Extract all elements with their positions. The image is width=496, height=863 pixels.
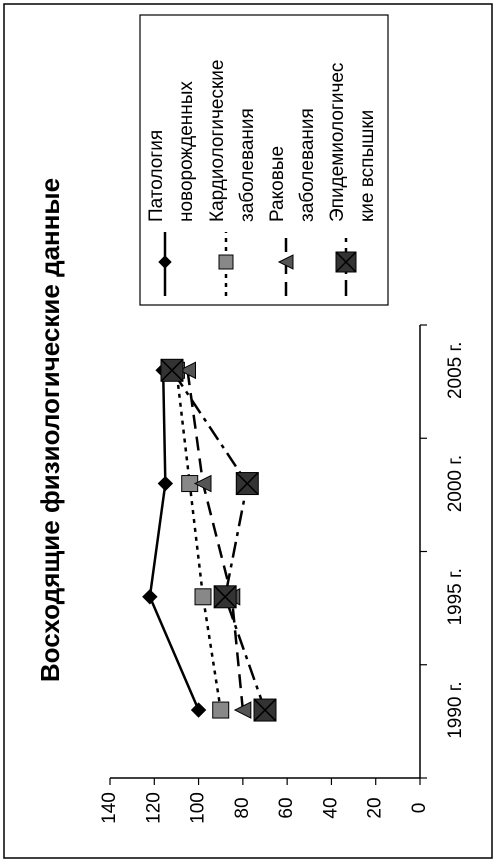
data-point-1-0	[212, 701, 230, 719]
data-point-0-0	[190, 702, 207, 718]
legend-label: кие вспышки	[357, 110, 378, 222]
legend-entry-3: Эпидемиологичес кие вспышки	[327, 63, 378, 296]
legend-label: заболевания	[297, 108, 318, 222]
y-tick-label: 80	[232, 797, 253, 818]
legend-marker	[335, 251, 357, 273]
legend-label: новорожденных	[176, 81, 197, 222]
legend-label: Кардиологические	[207, 60, 228, 222]
data-point-2-3	[178, 361, 196, 380]
y-tick-label: 60	[276, 797, 297, 818]
series-line-1	[175, 370, 222, 711]
chart-border	[3, 3, 493, 859]
legend-marker	[277, 254, 294, 270]
legend-entry-0: Патология новорожденных	[146, 81, 197, 296]
legend: Патология новорожденных Кардиологические за…	[139, 14, 389, 306]
legend-label: Патология	[146, 130, 167, 222]
plot-area: 1990 г. 1995 г. 2000 г. 2005 г. 0 20 40 60 80 100…	[99, 324, 466, 824]
series-line-0	[148, 370, 200, 711]
x-tick-label: 1990 г.	[445, 681, 466, 738]
legend-label: заболевания	[237, 108, 258, 222]
series-line-3	[170, 369, 267, 711]
x-tick-label: 2000 г.	[445, 455, 466, 512]
y-tick-label: 40	[320, 797, 341, 818]
data-point-3-0	[253, 698, 277, 722]
legend-label: Эпидемиологичес	[327, 63, 348, 222]
x-tick-label: 1995 г.	[445, 568, 466, 625]
data-point-2-2	[193, 474, 212, 493]
legend-entry-2: Раковые заболевания	[267, 108, 318, 296]
data-point-0-2	[157, 475, 174, 492]
data-point-3-2	[235, 472, 259, 496]
y-tick-label: 0	[409, 803, 430, 814]
data-point-3-3	[160, 358, 184, 382]
chart-title: Восходящие физиологические данные	[35, 178, 65, 682]
legend-marker	[218, 254, 234, 270]
y-tick-label: 100	[188, 792, 209, 824]
legend-label: Раковые	[267, 146, 288, 222]
legend-marker	[158, 255, 172, 269]
y-tick-label: 120	[143, 792, 164, 824]
x-tick-label: 2005 г.	[445, 342, 466, 399]
data-point-3-1	[213, 585, 237, 609]
legend-entry-1: Кардиологические заболевания	[207, 60, 258, 296]
data-point-1-1	[194, 588, 212, 606]
y-tick-label: 20	[365, 797, 386, 818]
y-tick-label: 140	[99, 792, 120, 824]
data-point-2-0	[233, 701, 252, 719]
series-line-2	[186, 370, 245, 711]
data-point-0-1	[142, 589, 158, 605]
